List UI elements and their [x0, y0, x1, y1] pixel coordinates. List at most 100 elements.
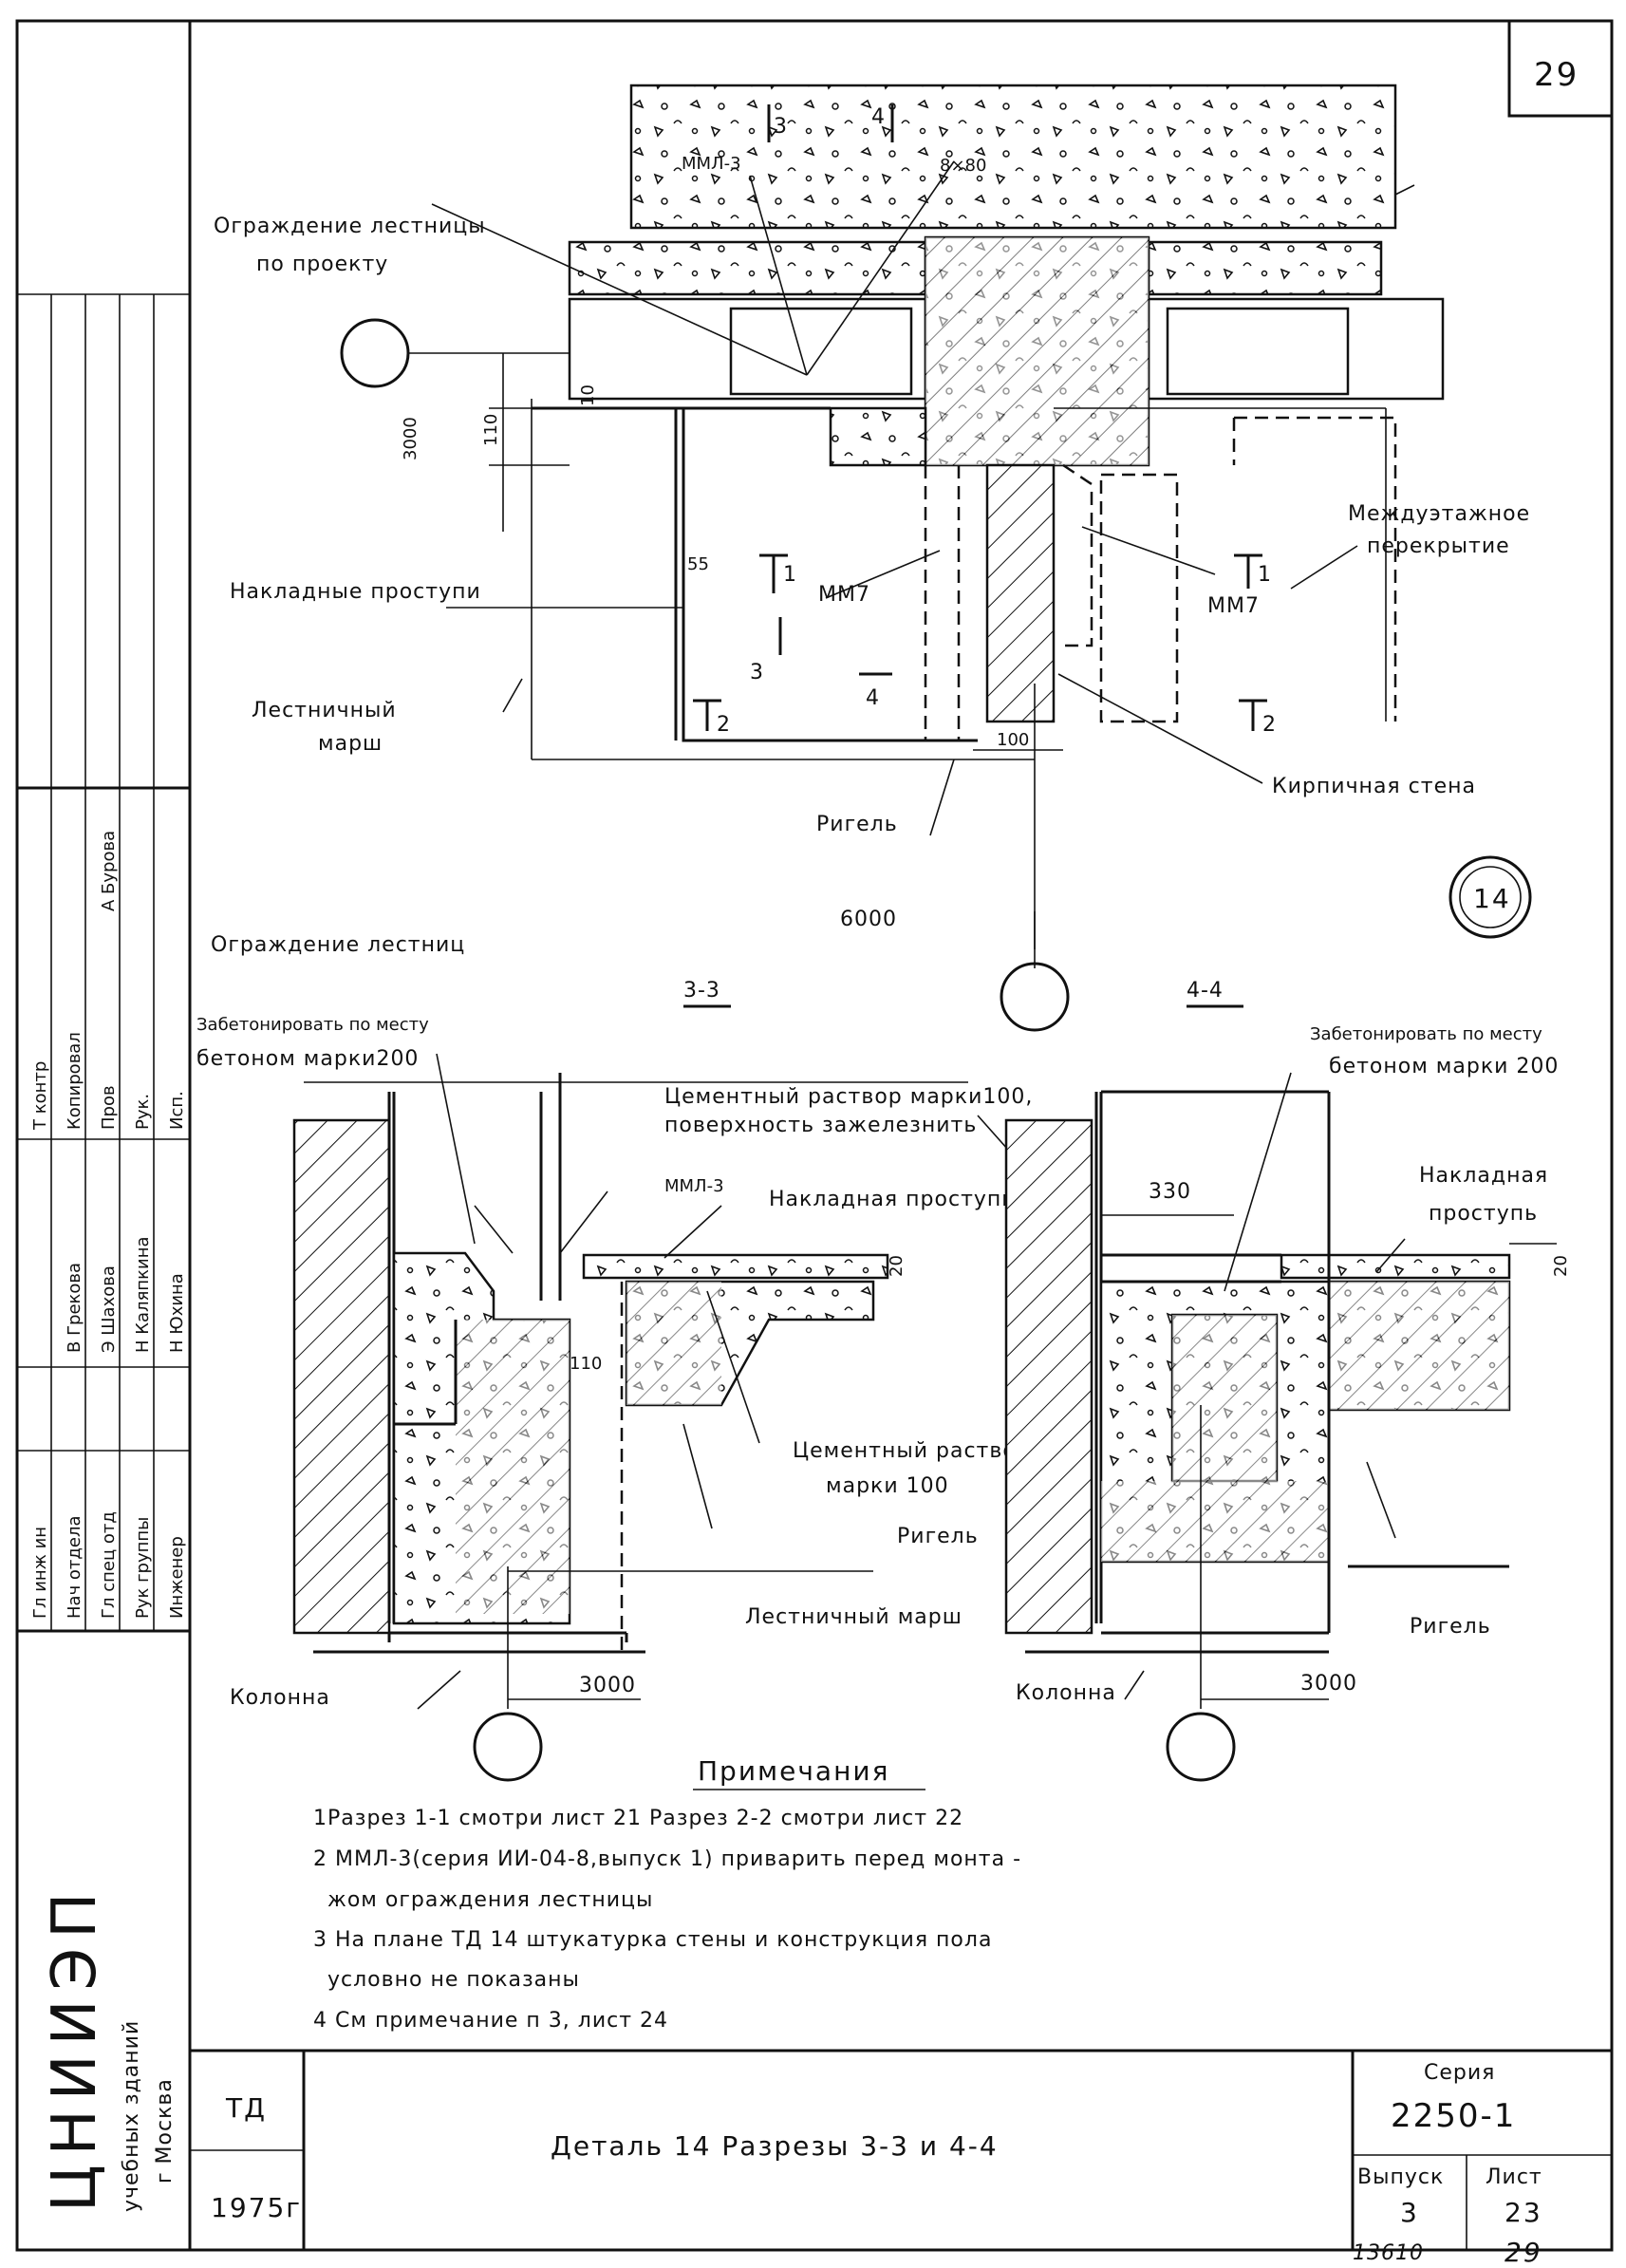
- svg-text:по проекту: по проекту: [256, 253, 388, 276]
- svg-text:учебных зданий: учебных зданий: [120, 2020, 143, 2212]
- svg-text:3000: 3000: [1300, 1672, 1357, 1696]
- svg-text:Гл спец отд: Гл спец отд: [99, 1511, 119, 1619]
- svg-text:ММЛ-3: ММЛ-3: [664, 1176, 724, 1196]
- svg-text:Ограждение лестницы: Ограждение лестницы: [214, 215, 486, 238]
- svg-text:330: 330: [1149, 1180, 1191, 1204]
- svg-text:10: 10: [578, 384, 598, 406]
- svg-text:Н Каляпкина: Н Каляпкина: [133, 1236, 153, 1353]
- svg-text:Накладная проступь: Накладная проступь: [769, 1188, 1015, 1211]
- section-4-4: [1004, 1004, 1557, 1782]
- note-line: 2 ММЛ-3(серия ИИ-04-8,выпуск 1) приварит…: [313, 1847, 1021, 1871]
- svg-text:1: 1: [783, 563, 797, 587]
- floor-slab: [629, 84, 1397, 230]
- archive-code: 13610: [1353, 2241, 1424, 2265]
- svg-text:Кирпичная стена: Кирпичная стена: [1272, 775, 1476, 798]
- notes-heading: Примечания: [698, 1755, 889, 1787]
- svg-text:проступь: проступь: [1429, 1202, 1538, 1226]
- note-line: жом ограждения лестницы: [327, 1888, 653, 1912]
- plan-view: [340, 84, 1445, 1032]
- detail-marker-number: 14: [1473, 883, 1511, 914]
- svg-text:4: 4: [871, 105, 886, 129]
- svg-text:4-4: 4-4: [1187, 979, 1224, 1003]
- sheet-number: 29: [1534, 56, 1579, 94]
- svg-text:перекрытие: перекрытие: [1367, 534, 1510, 558]
- note-line: условно не показаны: [327, 1968, 580, 1992]
- notes-block: Примечания 1Разрез 1-1 смотри лист 21 Ра…: [313, 1755, 1021, 2033]
- svg-text:Ригель: Ригель: [897, 1525, 979, 1548]
- note-line: 4 См примечание п 3, лист 24: [313, 2009, 668, 2033]
- archive-page: 29: [1505, 2237, 1542, 2268]
- floor-panel-left: [568, 240, 927, 296]
- wall-3-3: [292, 1118, 391, 1635]
- svg-text:Рук.: Рук.: [133, 1094, 153, 1130]
- svg-text:110: 110: [570, 1354, 602, 1374]
- sheet-label: Лист: [1486, 2165, 1542, 2189]
- floor-panel-right: [1147, 240, 1383, 296]
- svg-text:Ограждение лестниц: Ограждение лестниц: [211, 933, 465, 957]
- section-3-3: [292, 1004, 1093, 1782]
- svg-text:Т контр: Т контр: [30, 1061, 50, 1131]
- svg-text:Накладные проступи: Накладные проступи: [230, 580, 481, 604]
- svg-text:3-3: 3-3: [683, 979, 720, 1003]
- section-3-3-labels: 3-3 Ограждение лестниц Забетонировать по…: [196, 933, 1033, 1710]
- svg-text:Ригель: Ригель: [1410, 1615, 1491, 1639]
- svg-text:А Бурова: А Бурова: [99, 831, 119, 911]
- issue-label: Выпуск: [1357, 2165, 1444, 2189]
- svg-text:Забетонировать по месту: Забетонировать по месту: [196, 1015, 429, 1035]
- svg-text:марки 100: марки 100: [826, 1474, 949, 1498]
- drawing-code: ТД: [225, 2092, 267, 2124]
- svg-text:2: 2: [717, 713, 731, 737]
- svg-text:Колонна: Колонна: [1016, 1681, 1116, 1705]
- svg-text:55: 55: [687, 554, 709, 574]
- svg-text:2: 2: [1262, 713, 1277, 737]
- svg-text:г Москва: г Москва: [153, 2078, 177, 2184]
- svg-text:110: 110: [481, 414, 501, 446]
- svg-text:Пров: Пров: [99, 1085, 119, 1130]
- svg-text:Копировал: Копировал: [65, 1032, 84, 1130]
- axis-bubble-plan: [340, 318, 410, 388]
- svg-text:Накладная: Накладная: [1419, 1164, 1548, 1188]
- series-label: Серия: [1424, 2061, 1495, 2085]
- svg-text:Лестничный: Лестничный: [252, 699, 397, 722]
- svg-text:20: 20: [887, 1255, 906, 1277]
- svg-text:Э Шахова: Э Шахова: [99, 1265, 119, 1353]
- plan-labels: Ограждение лестницы по проекту ММЛ-3 8×8…: [214, 105, 1529, 931]
- svg-text:Исп.: Исп.: [167, 1091, 187, 1130]
- svg-text:3000: 3000: [579, 1674, 636, 1697]
- tread-3-3: [582, 1253, 889, 1280]
- svg-text:ЦНИИЭП: ЦНИИЭП: [40, 1884, 110, 2212]
- svg-text:Нач отдела: Нач отдела: [65, 1516, 84, 1619]
- detail-marker-outer: [1448, 855, 1532, 939]
- svg-text:Н Юхина: Н Юхина: [167, 1273, 187, 1353]
- svg-text:3000: 3000: [401, 417, 421, 460]
- sheet-value: 23: [1505, 2197, 1542, 2228]
- svg-text:Лестничный марш: Лестничный марш: [745, 1605, 963, 1629]
- sidebar-table: [17, 293, 190, 1633]
- note-line: 3 На плане ТД 14 штукатурка стены и конс…: [313, 1928, 992, 1952]
- svg-text:3: 3: [774, 115, 788, 139]
- series-number: 2250-1: [1391, 2097, 1516, 2135]
- svg-text:1: 1: [1258, 563, 1272, 587]
- note-line: 1Разрез 1-1 смотри лист 21 Разрез 2-2 см…: [313, 1807, 963, 1830]
- svg-text:20: 20: [1551, 1255, 1571, 1277]
- svg-text:Забетонировать по месту: Забетонировать по месту: [1310, 1024, 1542, 1044]
- drawing-year: 1975г: [211, 2192, 302, 2223]
- svg-text:3: 3: [750, 661, 764, 684]
- svg-text:8×80: 8×80: [940, 156, 986, 176]
- axis-bubble-centre: [1000, 962, 1070, 1032]
- svg-text:ММЛ-3: ММЛ-3: [682, 154, 741, 174]
- svg-text:В Грекова: В Грекова: [65, 1263, 84, 1353]
- brick-wall-plan: [985, 463, 1056, 723]
- drawing-title: Деталь 14 Разрезы 3-3 и 4-4: [551, 2130, 999, 2162]
- svg-text:бетоном марки200: бетоном марки200: [196, 1047, 419, 1071]
- sidebar-organisation: ЦНИИЭП учебных зданий г Москва: [40, 1884, 177, 2212]
- section-4-4-labels: 4-4 Забетонировать по месту бетоном марк…: [1016, 979, 1571, 1705]
- detail-marker-inner: [1459, 866, 1522, 928]
- title-block: [190, 2049, 1612, 2250]
- svg-text:бетоном марки 200: бетоном марки 200: [1329, 1055, 1559, 1078]
- svg-text:6000: 6000: [840, 908, 897, 931]
- sidebar-roles: Гл инж ин Нач отдела Гл спец отд Рук гру…: [30, 831, 187, 1619]
- svg-text:100: 100: [997, 730, 1029, 750]
- svg-text:Ригель: Ригель: [816, 813, 898, 836]
- svg-text:Цементный раствор марки100,: Цементный раствор марки100,: [664, 1085, 1033, 1109]
